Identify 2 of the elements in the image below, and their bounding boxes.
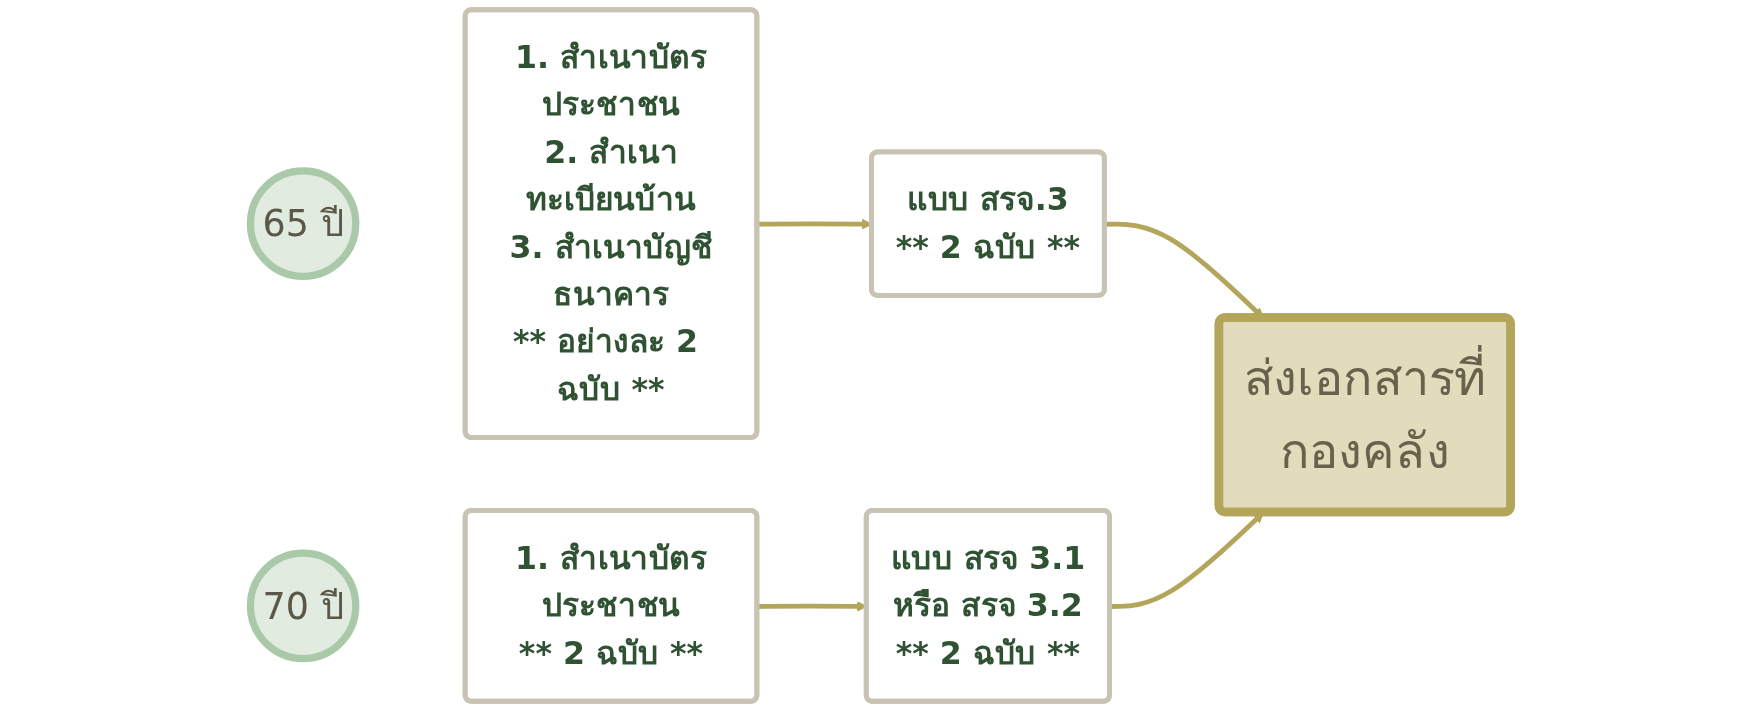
node-circle: 65 ปี <box>246 167 360 280</box>
node-circle: 70 ปี <box>246 549 360 663</box>
